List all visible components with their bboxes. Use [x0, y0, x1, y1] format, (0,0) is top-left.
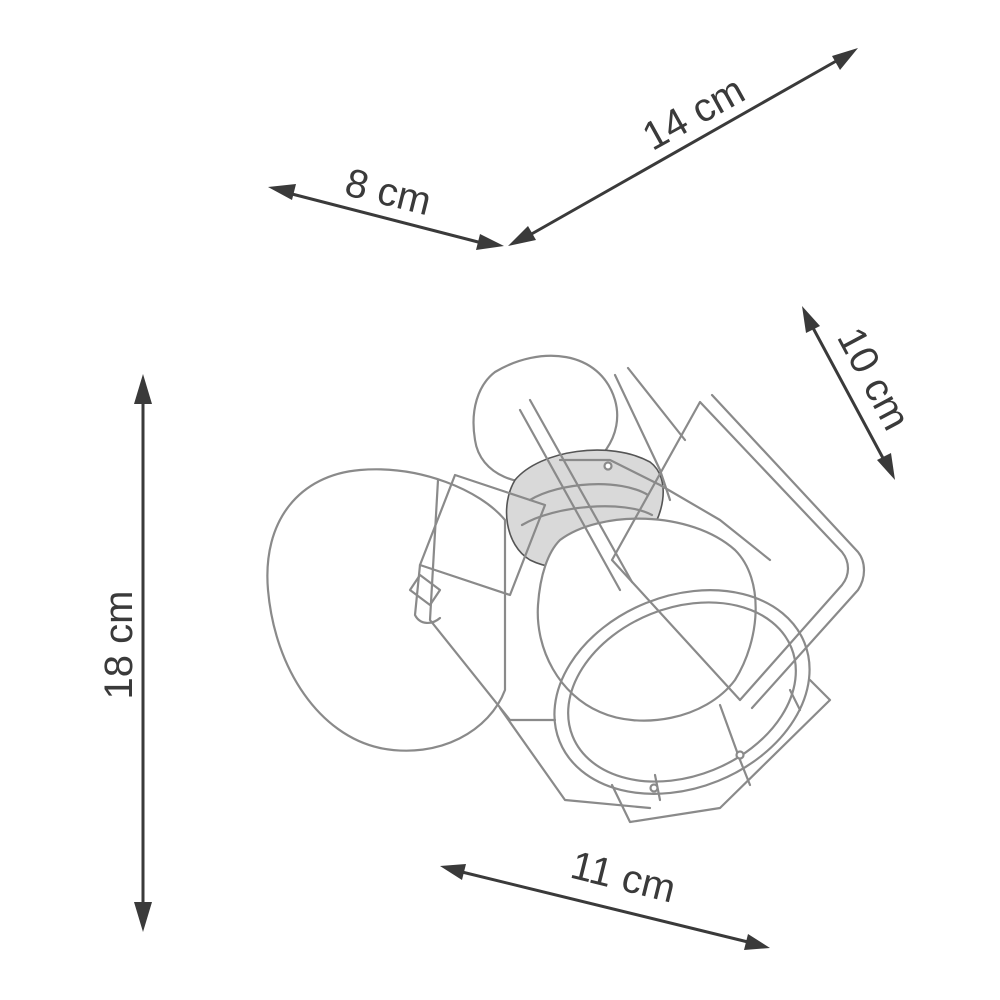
lamp-cage-front-ring: [553, 589, 811, 795]
dimension-14cm-label: 14 cm: [635, 68, 752, 159]
dimension-8cm-label: 8 cm: [341, 161, 436, 225]
dimension-14cm: 14 cm: [508, 48, 858, 246]
lamp-cage-back-ring: [610, 400, 850, 702]
dimension-18cm: 18 cm: [97, 374, 152, 932]
lamp-base-plate: [266, 468, 507, 752]
dimension-8cm: 8 cm: [268, 161, 504, 250]
dimension-10cm: 10 cm: [802, 306, 918, 480]
dimension-18cm-label: 18 cm: [97, 591, 141, 700]
dimension-11cm: 11 cm: [440, 843, 770, 950]
lamp-drawing: [266, 354, 866, 824]
lamp-cage-left-ring: [418, 473, 547, 597]
lamp-bulb-front: [536, 517, 757, 722]
